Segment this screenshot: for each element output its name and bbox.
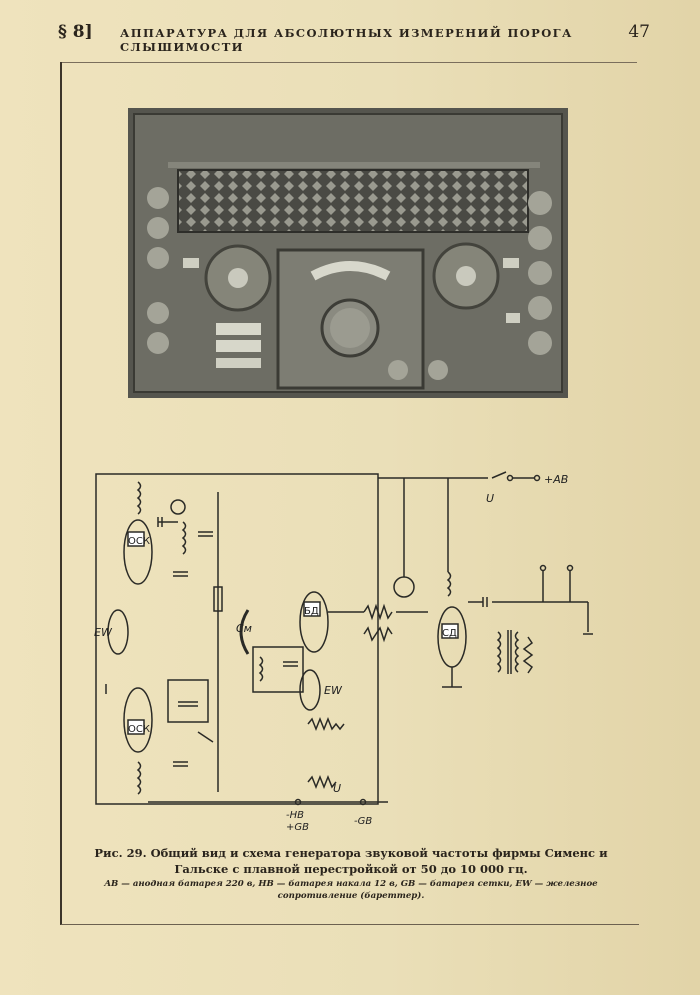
tube-osk-bottom	[123, 687, 153, 753]
coil-top	[136, 481, 142, 515]
label-osk-bottom: ОСК	[128, 724, 150, 735]
figure-frame	[60, 62, 639, 925]
label-gb-minus: -GB	[354, 816, 372, 827]
frame-top-rule	[60, 62, 637, 63]
label-hb: -HB	[286, 810, 304, 821]
ballast-left	[107, 609, 129, 655]
label-gb-plus: +GB	[286, 822, 309, 833]
schematic-outline	[95, 473, 379, 805]
figure-legend-note: AB — анодная батарея 220 в, HB — батарея…	[104, 879, 598, 901]
section-number: § 8]	[58, 22, 93, 42]
page-header: § 8] АППАРАТУРА ДЛЯ АБСОЛЮТНЫХ ИЗМЕРЕНИЙ…	[58, 22, 650, 54]
tube-osk-top	[123, 519, 153, 585]
label-ew-left: EW	[94, 626, 113, 639]
generator-photo	[128, 108, 568, 398]
label-sd: СД	[442, 628, 457, 639]
label-osk-top: ОСК	[128, 536, 150, 547]
tube-bd	[299, 591, 329, 653]
label-ew-right: EW	[324, 684, 343, 697]
running-title: АППАРАТУРА ДЛЯ АБСОЛЮТНЫХ ИЗМЕРЕНИЙ ПОРО…	[120, 26, 573, 54]
label-cm: Cм	[236, 622, 252, 635]
figure-caption: Рис. 29. Общий вид и схема генератора зв…	[94, 846, 608, 876]
capacitor-cm	[239, 609, 250, 655]
label-u-bottom: U	[333, 782, 341, 795]
circuit-schematic: +AB U ОСК EW ОСК Cм БД EW	[94, 471, 593, 833]
label-bd: БД	[304, 606, 319, 617]
page-number: 47	[628, 22, 650, 42]
ballast-right	[299, 669, 321, 711]
label-u-top: U	[486, 492, 494, 505]
meter	[393, 576, 415, 598]
label-ab: +AB	[544, 473, 568, 486]
